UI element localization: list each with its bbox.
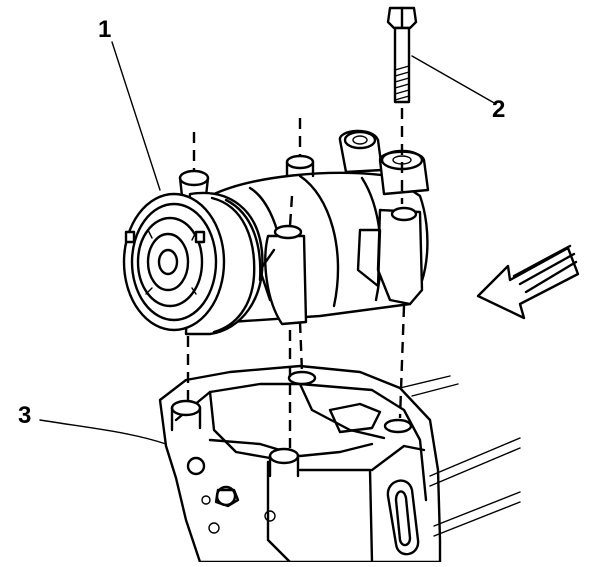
callout-1: 1	[98, 16, 112, 43]
front-direction-arrow-icon	[476, 244, 580, 320]
callout-3: 3	[18, 402, 32, 429]
mounting-bolt	[386, 6, 418, 104]
ac-compressor	[122, 129, 430, 336]
callout-2: 2	[492, 96, 506, 123]
leader-lines	[39, 41, 497, 445]
mounting-bracket	[158, 364, 521, 564]
alignment-lines	[186, 108, 406, 448]
